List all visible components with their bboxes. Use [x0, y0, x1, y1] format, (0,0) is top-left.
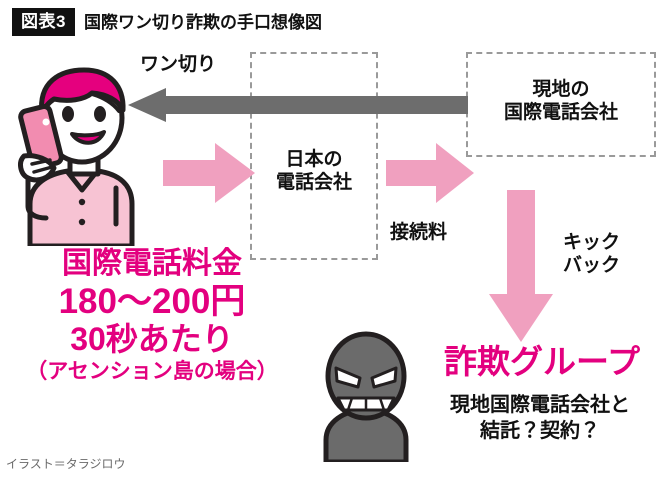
japan-carrier-label-line1: 日本の: [285, 149, 343, 170]
kickback-arrow-down: [489, 190, 553, 342]
price-amount: 180〜200円: [58, 281, 246, 321]
price-heading: 国際電話料金: [62, 247, 242, 280]
kickback-label: キック バック: [563, 232, 620, 278]
scam-group-subtitle-line1: 現地国際電話会社と: [450, 394, 630, 416]
scam-group-subtitle: 現地国際電話会社と 結託？契約？: [412, 392, 668, 444]
scam-group-subtitle-line2: 結託？契約？: [480, 420, 600, 442]
local-carrier-label: 現地の 国際電話会社: [466, 78, 656, 124]
page-title: 図表3 国際ワン切り詐欺の手口想像図: [12, 8, 322, 36]
scam-group-figure-icon: [318, 330, 414, 465]
price-unit: 30秒あたり: [70, 320, 234, 357]
wangiri-call-arrow-left: [128, 88, 468, 122]
local-carrier-label-line1: 現地の: [532, 79, 590, 100]
local-carrier-label-line2: 国際電話会社: [503, 102, 618, 124]
illustration-credit: イラスト＝タラジロウ: [6, 457, 126, 471]
connection-fee-label: 接続料: [390, 222, 448, 243]
call-flow-arrow-1: [163, 143, 255, 203]
japan-carrier-label: 日本の 電話会社: [250, 148, 378, 194]
caller-person-illustration: [6, 56, 138, 249]
wangiri-label: ワン切り: [140, 54, 217, 75]
figure-number-badge: 図表3: [12, 8, 75, 36]
price-note: （アセンション島の場合）: [26, 359, 278, 383]
title-text: 国際ワン切り詐欺の手口想像図: [83, 12, 322, 32]
japan-carrier-box: [250, 52, 378, 260]
scam-group-title: 詐欺グループ: [443, 343, 641, 380]
kickback-label-line2: バック: [563, 254, 621, 276]
international-call-price-block: 国際電話料金 180〜200円 30秒あたり （アセンション島の場合）: [6, 248, 298, 383]
japan-carrier-label-line2: 電話会社: [275, 172, 352, 194]
call-flow-arrow-2: [386, 143, 474, 203]
kickback-label-line1: キック: [563, 232, 621, 253]
